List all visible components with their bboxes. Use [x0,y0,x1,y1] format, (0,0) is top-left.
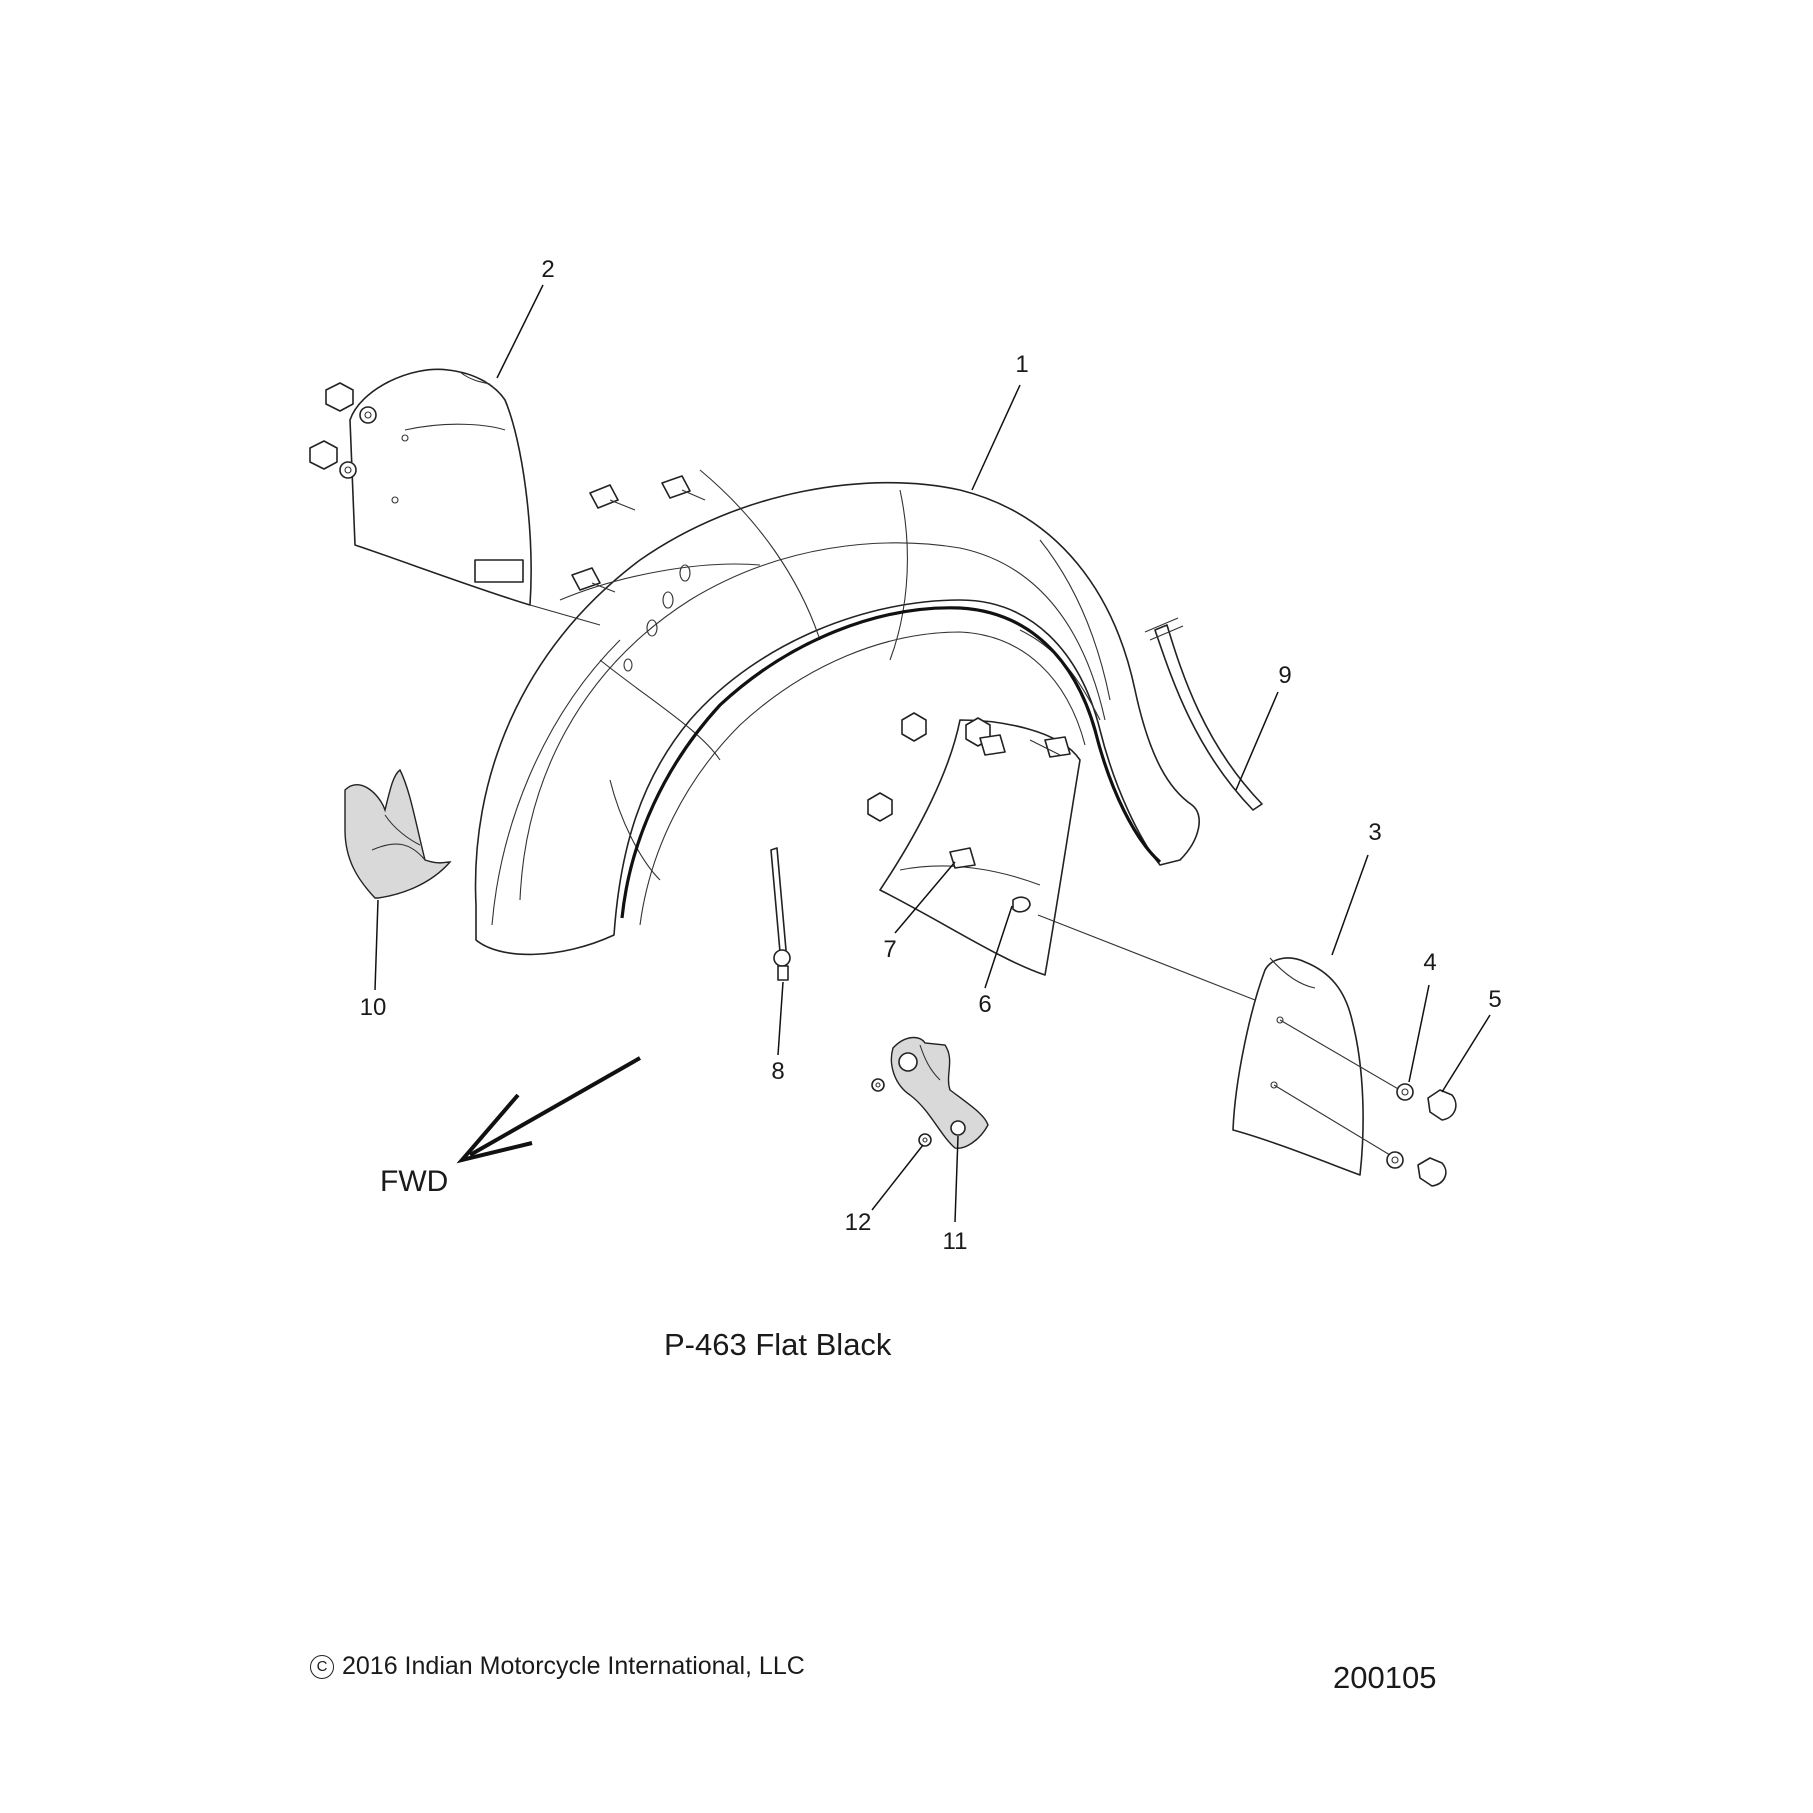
callout-8[interactable]: 8 [771,1058,785,1085]
left-fender-trim-part [309,368,706,626]
callout-leaders [374,284,1491,1223]
drawing-number: 200105 [1333,1660,1437,1695]
trim-strip-part [1144,617,1263,811]
callout-7[interactable]: 7 [883,936,897,963]
cable-tie-part [770,847,791,981]
copyright-icon: C [310,1654,334,1679]
paint-code-label: P-463 Flat Black [664,1327,892,1362]
forward-label: FWD [380,1165,449,1198]
callout-2[interactable]: 2 [541,256,555,283]
leader-4 [1408,984,1430,1083]
front-fender-part [474,469,1200,956]
copyright-text: 2016 Indian Motorcycle International, LL… [342,1652,805,1680]
right-fender-trim-part [1232,957,1457,1187]
leader-9 [1235,691,1279,791]
inner-bracket-part [867,712,1256,1001]
leader-7 [894,861,956,934]
leader-1 [971,384,1021,491]
fender-tip-part [344,768,452,899]
leader-3 [1331,854,1369,956]
callout-1[interactable]: 1 [1015,351,1029,378]
leader-8 [777,981,784,1056]
callout-4[interactable]: 4 [1423,949,1437,976]
leader-12 [871,1144,924,1211]
callout-10[interactable]: 10 [359,994,387,1021]
callout-5[interactable]: 5 [1488,986,1502,1013]
callout-6[interactable]: 6 [978,991,992,1018]
leader-2 [496,284,544,379]
leader-6 [984,905,1013,989]
forward-direction-arrow [456,1056,641,1164]
callout-12[interactable]: 12 [844,1209,872,1236]
copyright-notice: C 2016 Indian Motorcycle International, … [310,1652,805,1681]
leader-5 [1441,1014,1491,1093]
leader-10 [374,899,379,991]
callout-11[interactable]: 11 [942,1228,968,1255]
callout-3[interactable]: 3 [1368,819,1382,846]
leader-11 [954,1135,959,1223]
callout-9[interactable]: 9 [1278,662,1292,689]
mounting-bracket-part [871,1036,989,1149]
